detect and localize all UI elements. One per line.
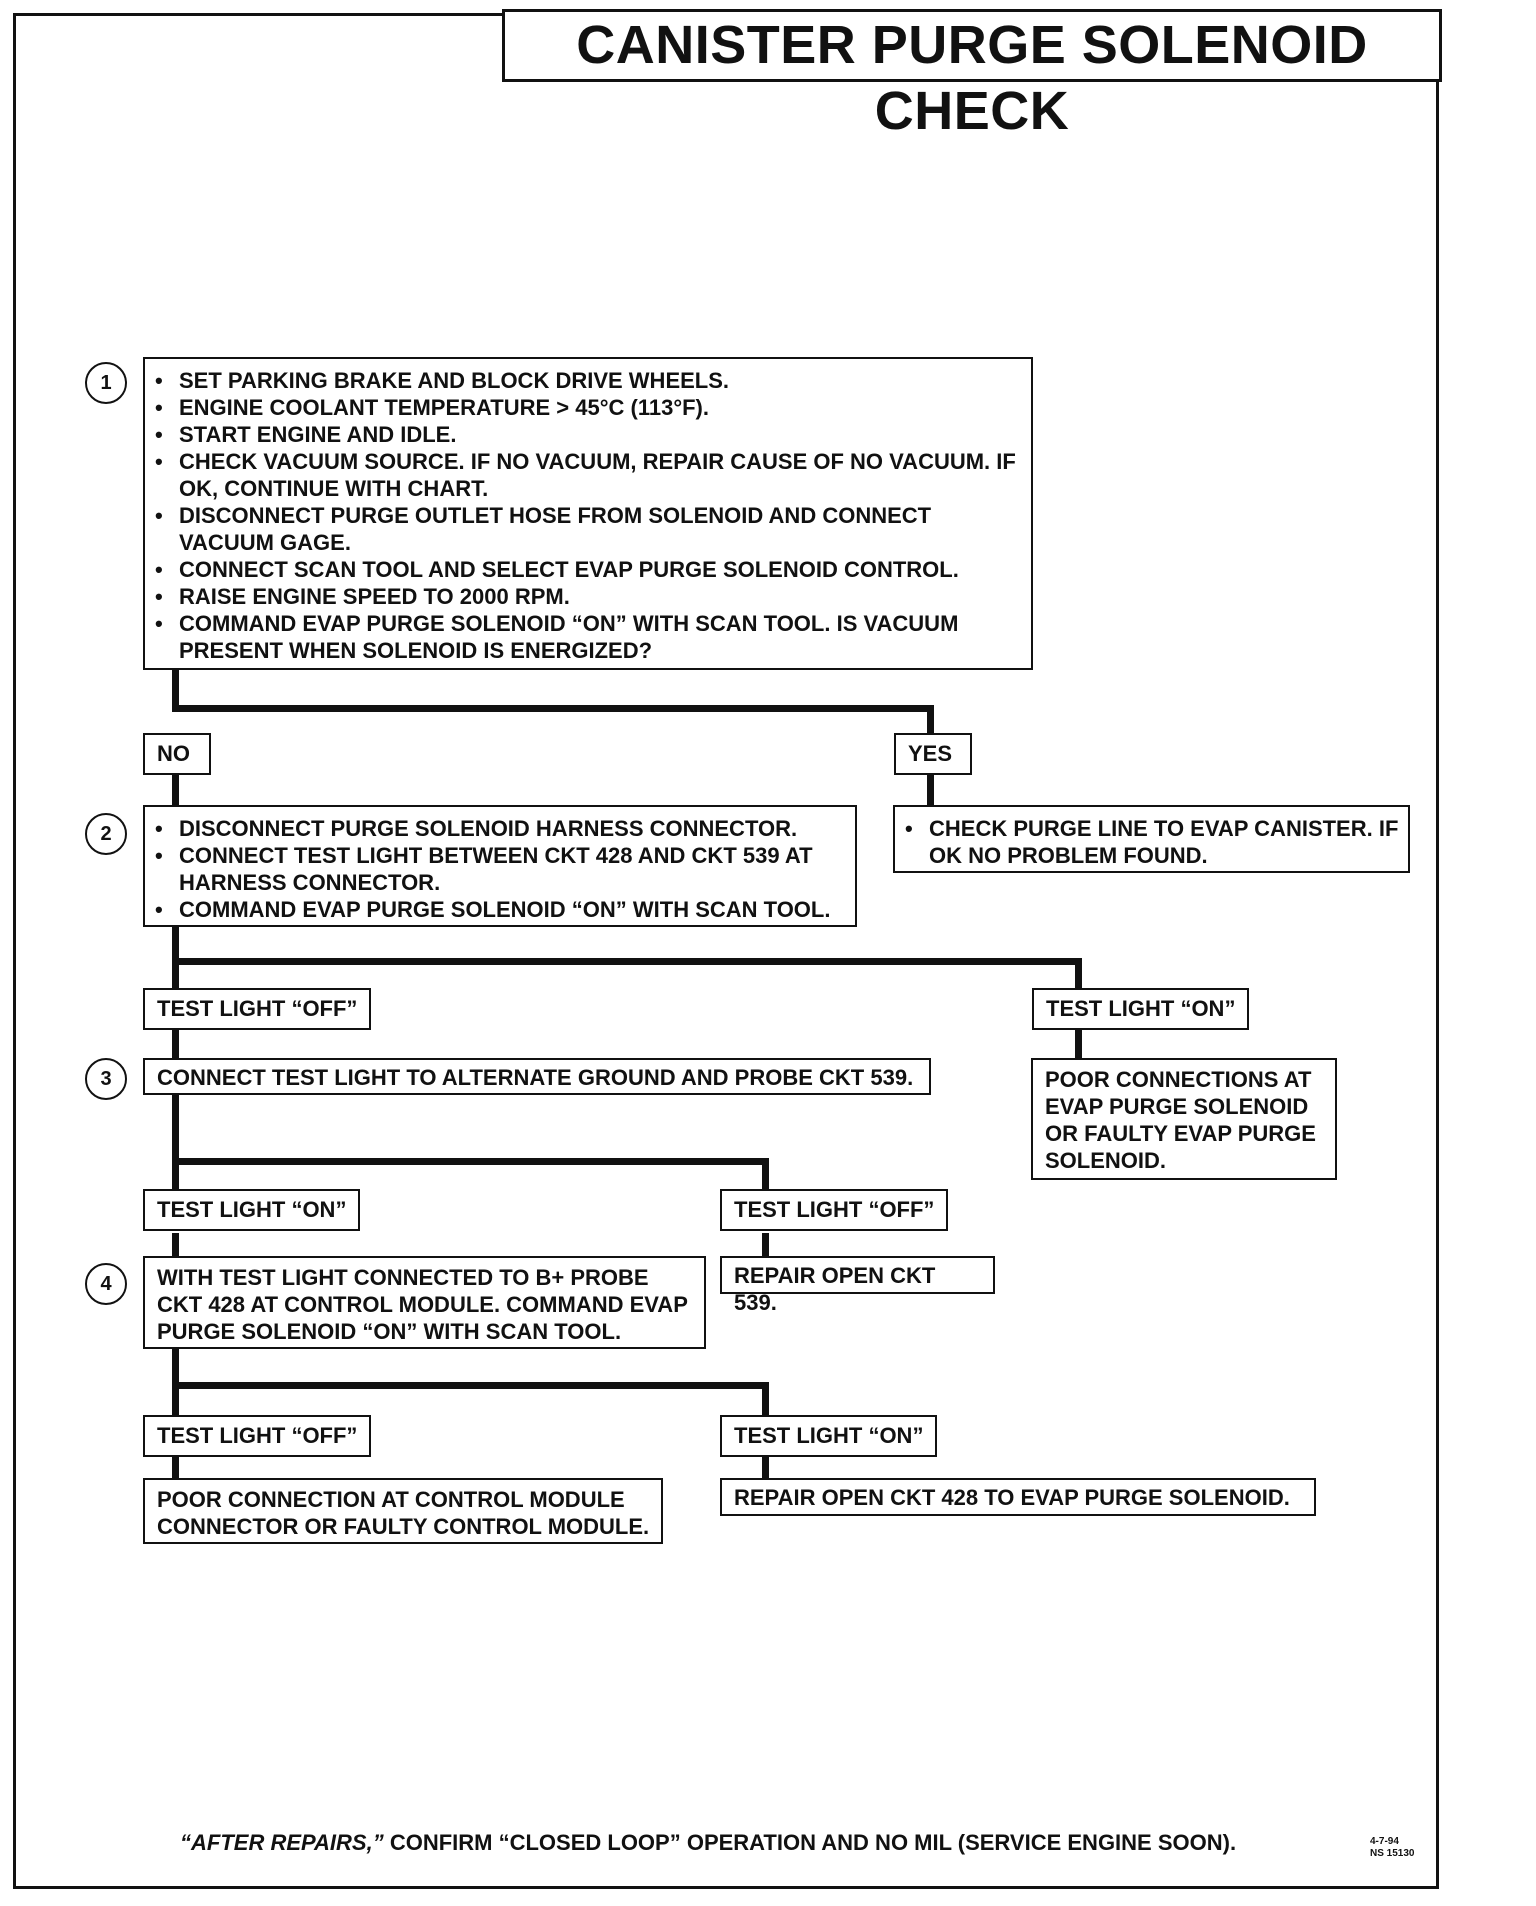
step1-item: COMMAND EVAP PURGE SOLENOID “ON” WITH SC…: [145, 610, 1031, 664]
connector-line: [172, 770, 179, 805]
step-number-1: 1: [85, 362, 127, 404]
branch4-off-label: TEST LIGHT “OFF”: [143, 1415, 372, 1457]
step2-item: COMMAND EVAP PURGE SOLENOID “ON” WITH SC…: [145, 896, 855, 923]
step3-text: CONNECT TEST LIGHT TO ALTERNATE GROUND A…: [157, 1065, 914, 1090]
connector-line: [762, 1158, 769, 1194]
branch2-on-label: TEST LIGHT “ON”: [1032, 988, 1250, 1030]
branch-no-label: NO: [143, 733, 211, 775]
step4-text: WITH TEST LIGHT CONNECTED TO B+ PROBE CK…: [157, 1265, 688, 1344]
step2-item: DISCONNECT PURGE SOLENOID HARNESS CONNEC…: [145, 815, 855, 842]
connector-line: [172, 1090, 179, 1194]
step1-item: CONNECT SCAN TOOL AND SELECT EVAP PURGE …: [145, 556, 1031, 583]
step4-off-result-box: POOR CONNECTION AT CONTROL MODULE CONNEC…: [143, 1478, 663, 1544]
connector-line: [172, 1158, 769, 1165]
step-number-3: 3: [85, 1058, 127, 1100]
connector-line: [172, 958, 1082, 965]
connector-line: [927, 705, 934, 735]
connector-line: [762, 1455, 769, 1488]
step2-item: CONNECT TEST LIGHT BETWEEN CKT 428 AND C…: [145, 842, 855, 896]
step3-off-result-box: REPAIR OPEN CKT 539.: [720, 1256, 995, 1315]
step1-item: DISCONNECT PURGE OUTLET HOSE FROM SOLENO…: [145, 502, 1031, 556]
connector-line: [1075, 958, 1082, 988]
page-title: CANISTER PURGE SOLENOID CHECK: [502, 9, 1442, 141]
step-number-2: 2: [85, 813, 127, 855]
step3-box: CONNECT TEST LIGHT TO ALTERNATE GROUND A…: [143, 1058, 931, 1095]
connector-line: [172, 1455, 179, 1488]
connector-line: [1075, 1025, 1082, 1060]
footer-emphasis: “AFTER REPAIRS,”: [180, 1830, 384, 1855]
step1-item: START ENGINE AND IDLE.: [145, 421, 1031, 448]
document-date: 4-7-94: [1370, 1836, 1399, 1847]
step1-item: RAISE ENGINE SPEED TO 2000 RPM.: [145, 583, 1031, 610]
document-code: 4-7-94 NS 15130: [1370, 1836, 1414, 1860]
step4-on-result-text: REPAIR OPEN CKT 428 TO EVAP PURGE SOLENO…: [734, 1485, 1290, 1510]
connector-line: [172, 1025, 179, 1061]
connector-line: [927, 775, 934, 805]
step-number-4: 4: [85, 1263, 127, 1305]
step4-on-result-box: REPAIR OPEN CKT 428 TO EVAP PURGE SOLENO…: [720, 1478, 1316, 1516]
branch3-off-label: TEST LIGHT “OFF”: [720, 1189, 949, 1231]
step1-item: ENGINE COOLANT TEMPERATURE > 45°C (113°F…: [145, 394, 1031, 421]
footer-text: CONFIRM “CLOSED LOOP” OPERATION AND NO M…: [383, 1830, 1237, 1855]
step1-item: SET PARKING BRAKE AND BLOCK DRIVE WHEELS…: [145, 367, 1031, 394]
branch4-on-label: TEST LIGHT “ON”: [720, 1415, 938, 1457]
page-frame: [13, 13, 1439, 1889]
connector-line: [172, 705, 934, 712]
connector-line: [172, 1233, 179, 1262]
step2-box: DISCONNECT PURGE SOLENOID HARNESS CONNEC…: [143, 805, 857, 927]
connector-line: [172, 1382, 769, 1389]
footer-note: “AFTER REPAIRS,” CONFIRM “CLOSED LOOP” O…: [180, 1830, 1236, 1856]
branch2-off-label: TEST LIGHT “OFF”: [143, 988, 372, 1030]
step1-item: CHECK VACUUM SOURCE. IF NO VACUUM, REPAI…: [145, 448, 1031, 502]
branch-yes-label: YES: [894, 733, 972, 775]
step2-on-result-box: POOR CONNECTIONS AT EVAP PURGE SOLENOID …: [1031, 1058, 1337, 1180]
branch3-on-label: TEST LIGHT “ON”: [143, 1189, 361, 1231]
connector-line: [762, 1382, 769, 1419]
document-id: NS 15130: [1370, 1848, 1415, 1859]
yes-result-box: CHECK PURGE LINE TO EVAP CANISTER. IF OK…: [893, 805, 1410, 873]
connector-line: [172, 670, 179, 710]
step4-box: WITH TEST LIGHT CONNECTED TO B+ PROBE CK…: [143, 1256, 706, 1349]
yes-result-item: CHECK PURGE LINE TO EVAP CANISTER. IF OK…: [895, 815, 1408, 869]
step4-off-result-text: POOR CONNECTION AT CONTROL MODULE CONNEC…: [157, 1487, 650, 1539]
step2-on-result-text: POOR CONNECTIONS AT EVAP PURGE SOLENOID …: [1045, 1067, 1316, 1173]
step1-box: SET PARKING BRAKE AND BLOCK DRIVE WHEELS…: [143, 357, 1033, 670]
connector-line: [762, 1233, 769, 1262]
step3-off-result-text: REPAIR OPEN CKT 539.: [734, 1263, 936, 1315]
